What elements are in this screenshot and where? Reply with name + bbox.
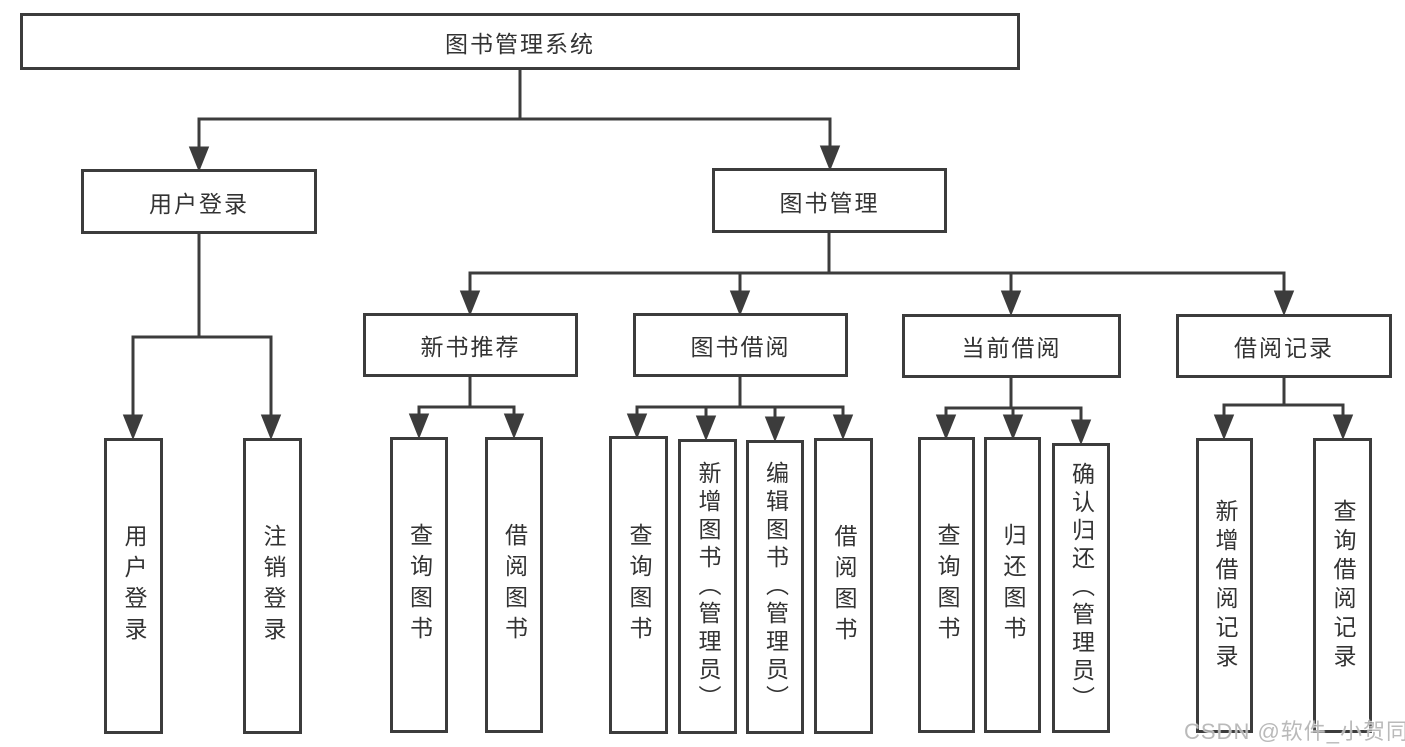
leaf-confirm-return-admin: 确认归还（管理员）: [1052, 443, 1110, 733]
leaf-borrow-book-2: 借阅图书: [814, 438, 873, 734]
node-new-book-recommend: 新书推荐: [363, 313, 578, 377]
node-label: 用户登录: [121, 524, 147, 648]
node-label: 归还图书: [1000, 523, 1026, 647]
leaf-borrow-book-1: 借阅图书: [485, 437, 543, 733]
node-label: 注销登录: [260, 524, 286, 648]
leaf-query-book-1: 查询图书: [390, 437, 448, 733]
leaf-query-book-3: 查询图书: [918, 437, 975, 733]
arrowhead: [1332, 414, 1354, 441]
node-label: 新增借阅记录: [1212, 498, 1238, 673]
leaf-return-book: 归还图书: [984, 437, 1041, 733]
arrowhead: [408, 413, 430, 440]
arrowhead: [503, 413, 525, 440]
arrowhead: [1213, 414, 1235, 441]
arrowhead: [260, 414, 282, 441]
node-borrow-records: 借阅记录: [1176, 314, 1392, 378]
arrowhead: [695, 415, 717, 442]
leaf-add-book-admin: 新增图书（管理员）: [678, 439, 737, 734]
node-label: 借阅图书: [831, 524, 857, 648]
node-label: 查询图书: [934, 523, 960, 647]
node-label: 图书管理系统: [445, 30, 595, 57]
arrowhead: [1002, 414, 1024, 441]
arrowhead: [1273, 290, 1295, 317]
node-current-borrow: 当前借阅: [902, 314, 1121, 378]
leaf-query-book-2: 查询图书: [609, 436, 668, 734]
node-label: 查询图书: [406, 523, 433, 647]
arrowhead: [729, 290, 751, 317]
csdn-watermark: CSDN @软件_小贺同学: [1184, 719, 1405, 744]
leaf-add-borrow-record: 新增借阅记录: [1196, 438, 1253, 733]
node-library-management-system: 图书管理系统: [20, 13, 1020, 70]
node-label: 用户登录: [149, 190, 249, 217]
arrowhead: [626, 413, 648, 440]
arrowhead: [1070, 419, 1092, 446]
node-book-borrow: 图书借阅: [633, 313, 848, 377]
leaf-query-borrow-record: 查询借阅记录: [1313, 438, 1372, 733]
node-label: 编辑图书（管理员）: [762, 461, 789, 713]
arrowhead: [1000, 290, 1022, 317]
arrowhead: [188, 146, 210, 173]
leaf-user-login: 用户登录: [104, 438, 163, 734]
node-book-management-branch: 图书管理: [712, 168, 947, 233]
node-label: 查询借阅记录: [1330, 498, 1356, 673]
arrowhead: [935, 414, 957, 441]
node-label: 新增图书（管理员）: [695, 460, 721, 713]
node-label: 借阅图书: [501, 523, 528, 647]
arrowhead: [122, 414, 144, 441]
leaf-logout: 注销登录: [243, 438, 302, 734]
node-label: 图书管理: [779, 189, 880, 216]
node-label: 借阅记录: [1234, 335, 1334, 361]
arrowhead: [832, 414, 854, 441]
node-label: 图书借阅: [690, 334, 791, 360]
node-user-login-branch: 用户登录: [81, 169, 317, 234]
node-label: 确认归还（管理员）: [1068, 462, 1095, 714]
node-label: 查询图书: [626, 523, 652, 647]
arrowhead: [459, 290, 481, 317]
arrowhead: [819, 145, 841, 172]
node-label: 当前借阅: [961, 335, 1062, 361]
leaf-edit-book-admin: 编辑图书（管理员）: [746, 440, 804, 734]
node-label: 新书推荐: [420, 334, 521, 360]
arrowhead: [764, 416, 786, 443]
